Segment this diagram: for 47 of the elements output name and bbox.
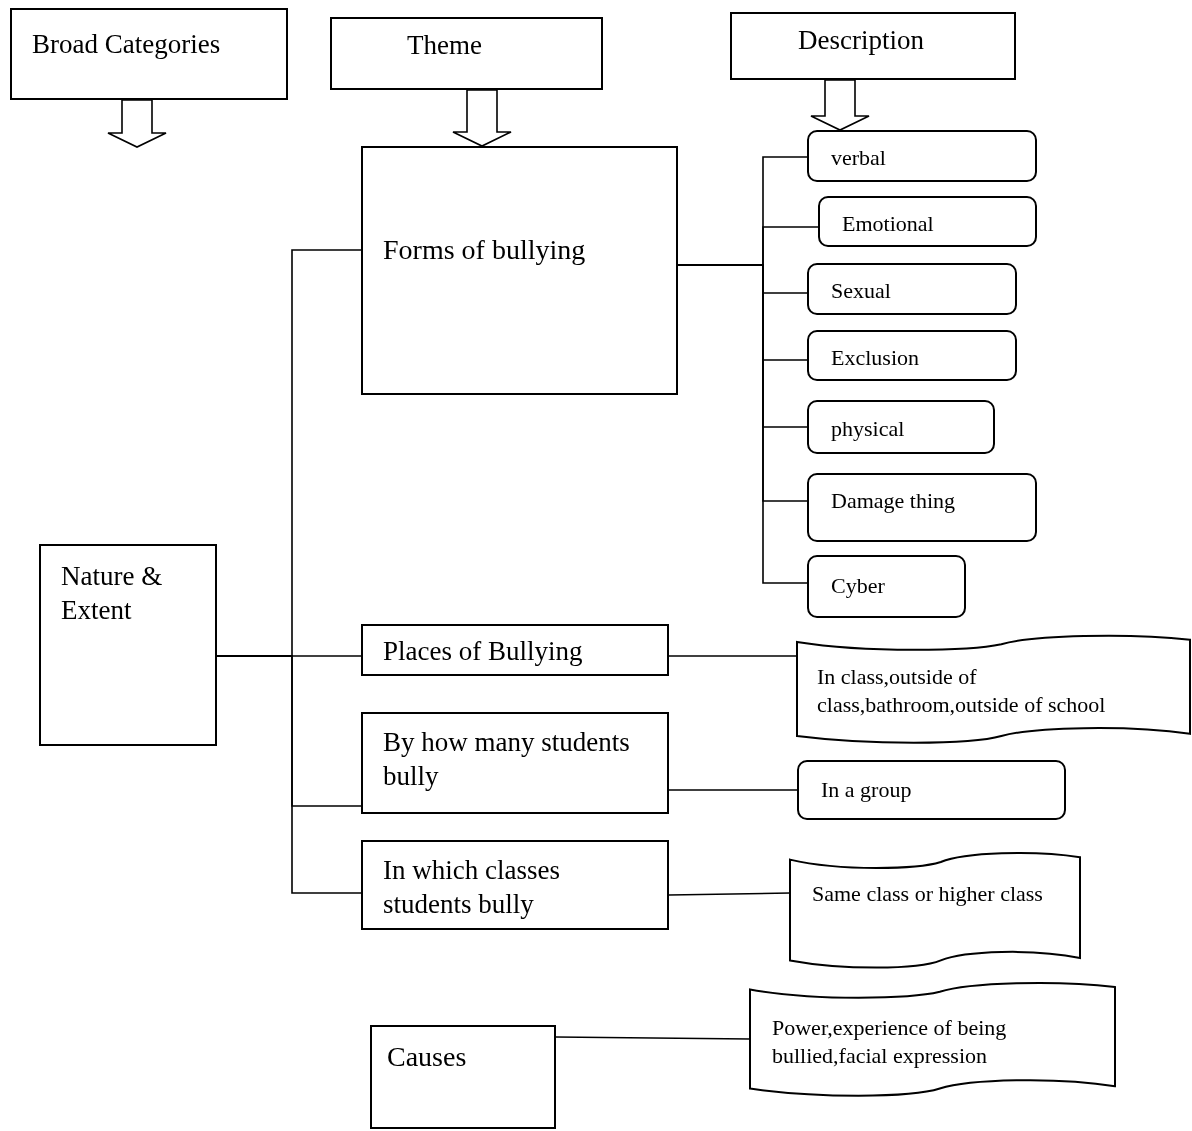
document-shape <box>790 850 1080 970</box>
block-arrow <box>452 89 512 147</box>
box-label: physical <box>831 415 905 443</box>
box-label: Emotional <box>842 210 934 238</box>
rounded-box <box>807 330 1017 381</box>
box-label: verbal <box>831 144 886 172</box>
box-label: Nature & Extent <box>61 560 164 627</box>
rounded-box <box>818 196 1037 247</box>
connector-line <box>668 892 791 896</box>
rounded-box <box>807 473 1037 542</box>
document-shape <box>750 980 1115 1098</box>
process-box <box>361 146 678 395</box>
box-label: In which classes students bully <box>383 854 561 921</box>
process-box <box>39 544 217 746</box>
connector-line <box>668 789 798 791</box>
process-box <box>10 8 288 100</box>
box-label: Power,experience of being bullied,facial expression <box>772 1014 1008 1069</box>
rounded-box <box>807 263 1017 315</box>
process-box <box>361 624 669 676</box>
box-label: Places of Bullying <box>383 635 583 668</box>
box-label: Same class or higher class <box>812 880 1044 908</box>
connector-line <box>555 1036 751 1040</box>
box-label: By how many students bully <box>383 726 631 793</box>
connector-line <box>668 655 798 657</box>
box-label: Causes <box>387 1040 467 1074</box>
box-label: Sexual <box>831 277 891 305</box>
box-label: Theme <box>407 29 482 62</box>
document-shape <box>797 633 1190 745</box>
process-box <box>370 1025 556 1129</box>
rounded-box <box>807 400 995 454</box>
box-label: Damage thing <box>831 487 956 515</box>
rounded-box <box>807 130 1037 182</box>
process-box <box>730 12 1016 80</box>
box-label: Cyber <box>831 572 885 600</box>
box-label: Exclusion <box>831 344 919 372</box>
box-label: In class,outside of class,bathroom,outside of school <box>817 663 1107 718</box>
rounded-box <box>797 760 1066 820</box>
block-arrow <box>107 99 167 148</box>
box-label: Forms of bullying <box>383 233 586 267</box>
process-box <box>330 17 603 90</box>
box-label: Broad Categories <box>32 28 221 61</box>
box-label: In a group <box>821 776 912 804</box>
process-box <box>361 712 669 814</box>
block-arrow <box>810 79 870 131</box>
box-label: Description <box>798 24 924 57</box>
process-box <box>361 840 669 930</box>
rounded-box <box>807 555 966 618</box>
